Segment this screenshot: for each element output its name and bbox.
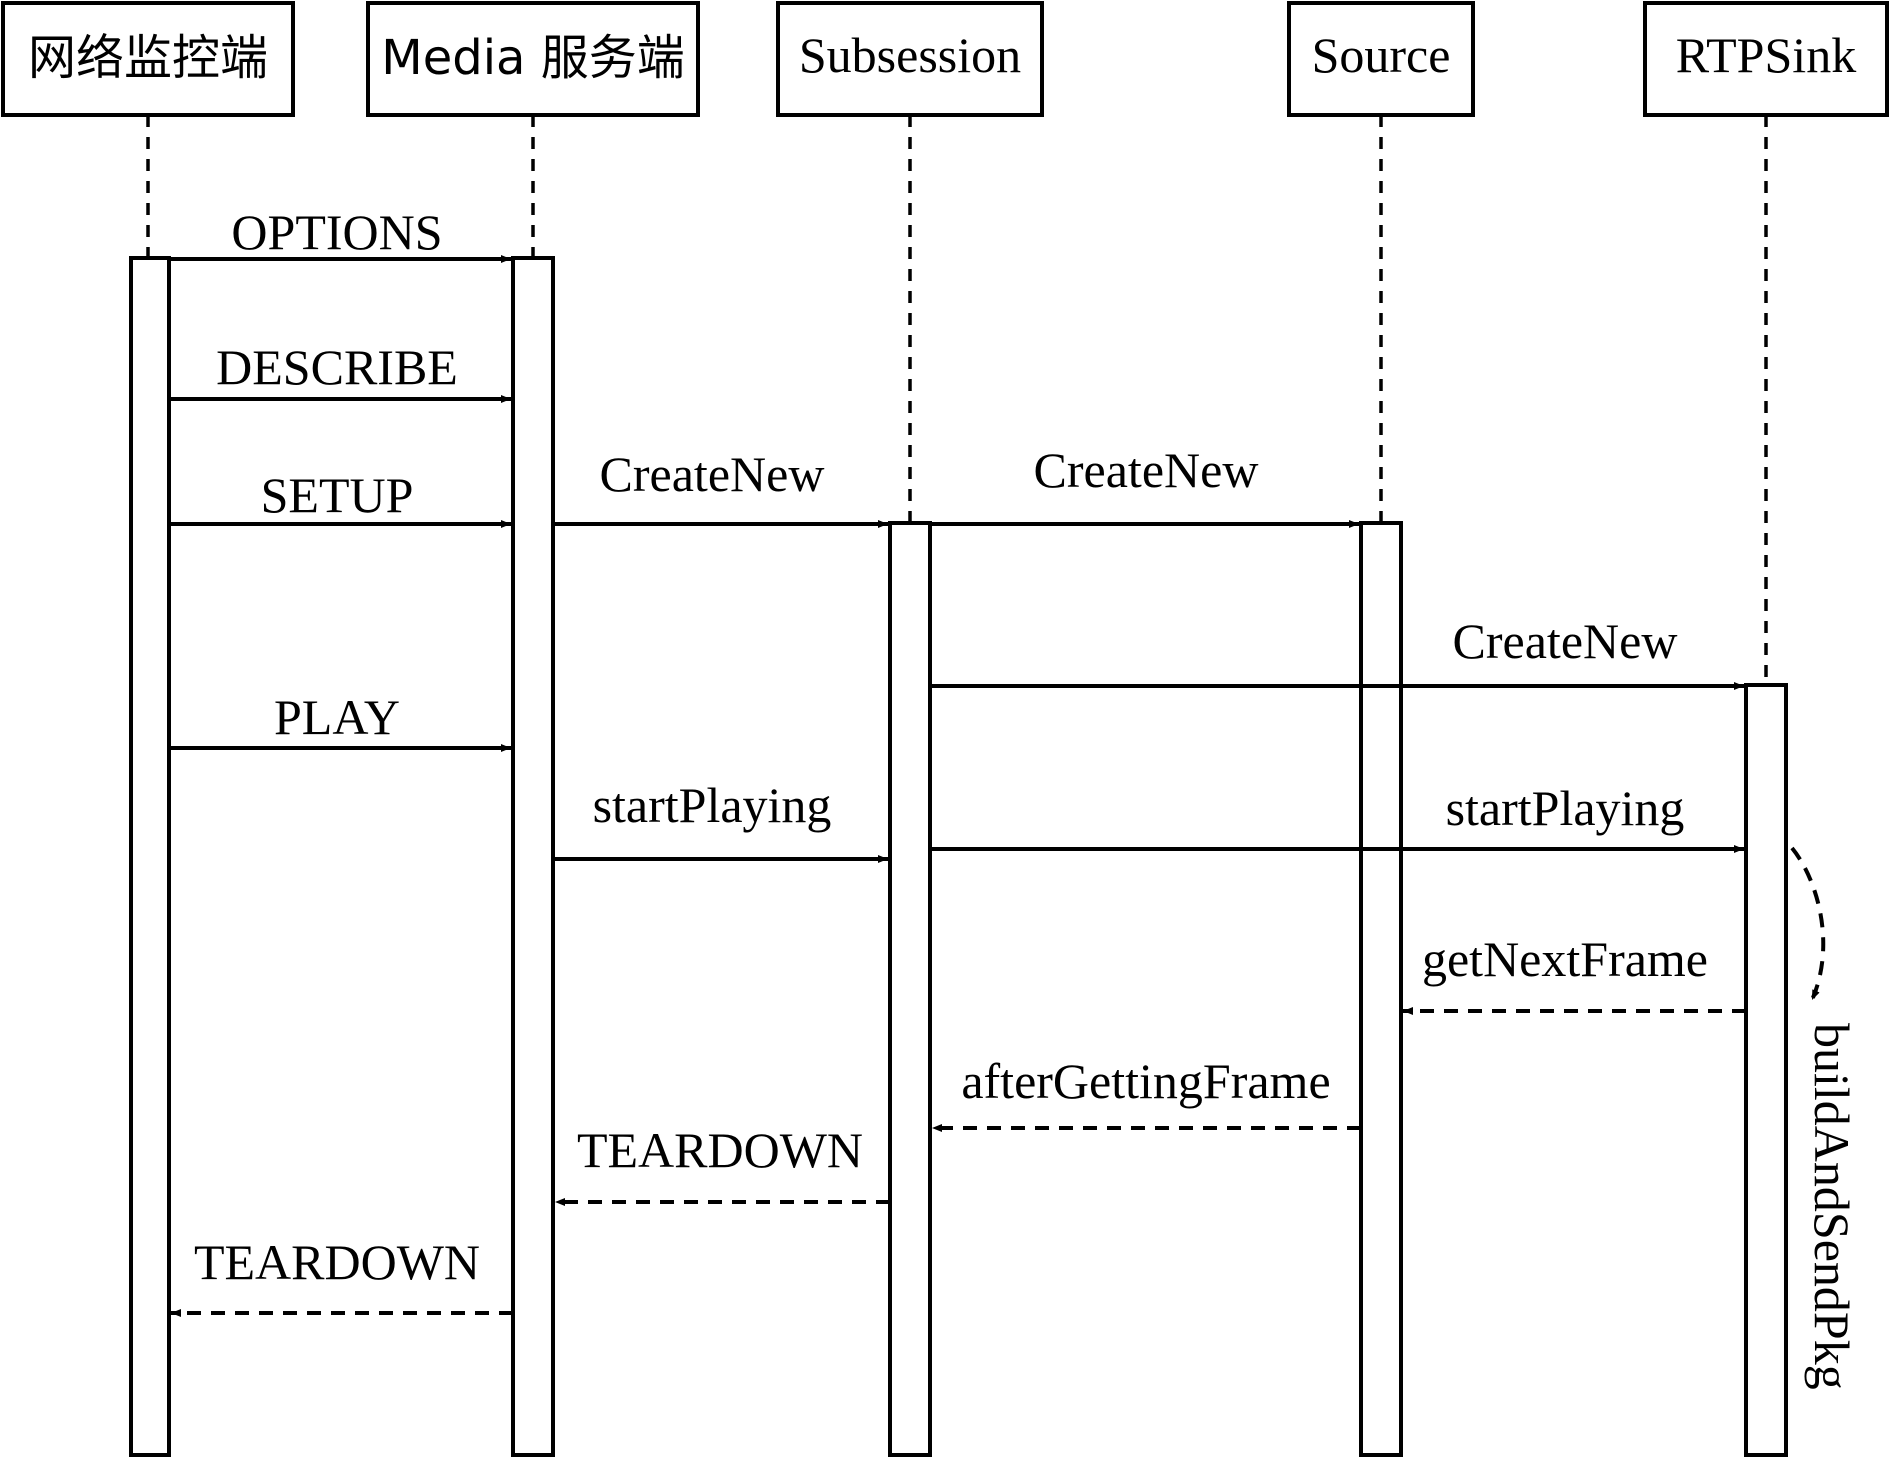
participant-source: Source [1287,1,1475,117]
message-teardown-monitor: TEARDOWN [171,1234,513,1317]
message-createnew-rtpsink: CreateNew [930,613,1744,690]
participant-label: Media 服务端 [381,30,684,86]
participant-subsession: Subsession [776,1,1044,117]
message-label: getNextFrame [1422,931,1708,987]
participant-label: Subsession [799,27,1021,83]
activation-bar-media [511,256,555,1457]
message-teardown-media: TEARDOWN [555,1122,890,1206]
message-label: SETUP [261,467,414,523]
participant-label: Source [1312,27,1451,83]
self-call-buildandsendpkg: buildAndSendPkg [1790,846,1860,1390]
message-label: CreateNew [1453,613,1678,669]
message-describe: DESCRIBE [169,339,511,403]
activation-bar-subsession [888,521,932,1457]
message-startplaying-subsession: startPlaying [553,777,888,863]
participant-box [1287,1,1475,117]
message-play: PLAY [169,689,511,752]
message-createnew-source: CreateNew [930,442,1359,528]
message-label: startPlaying [593,777,832,833]
participant-label: RTPSink [1676,27,1856,83]
message-createnew-subsession: CreateNew [553,446,888,528]
message-label: DESCRIBE [216,339,458,395]
message-label: CreateNew [1034,442,1259,498]
message-label: CreateNew [600,446,825,502]
participant-box [366,1,700,117]
participant-monitor: 网络监控端 [1,1,295,117]
message-aftergettingframe: afterGettingFrame [932,1053,1361,1132]
participant-box [1,1,295,117]
participant-rtpsink: RTPSink [1643,1,1889,117]
message-startplaying-rtpsink: startPlaying [930,780,1744,853]
message-getnextframe: getNextFrame [1403,931,1746,1015]
message-label: afterGettingFrame [961,1053,1330,1109]
message-setup: SETUP [169,467,511,528]
activation-bar-monitor [129,256,171,1457]
activation-bar-source [1359,521,1403,1457]
message-label: startPlaying [1446,780,1685,836]
message-options: OPTIONS [169,204,511,263]
message-label: TEARDOWN [577,1122,863,1178]
self-call-label: buildAndSendPkg [1804,1023,1860,1390]
activation-bar-rtpsink [1744,683,1788,1457]
participant-label: 网络监控端 [28,30,268,86]
message-label: OPTIONS [231,204,442,260]
message-label: PLAY [274,689,400,745]
participant-media: Media 服务端 [366,1,700,117]
message-label: TEARDOWN [194,1234,480,1290]
self-call-arrow [1790,846,1826,1001]
